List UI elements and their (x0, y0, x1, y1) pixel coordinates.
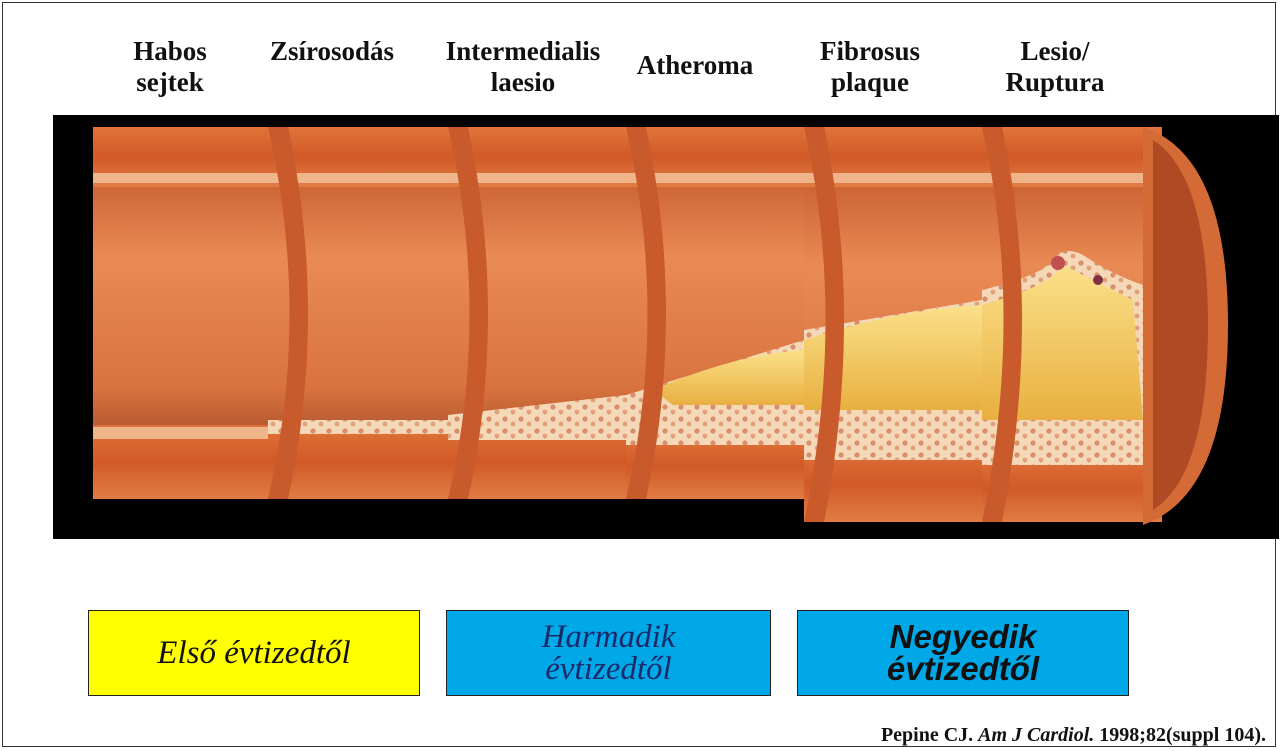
age-box-first-decade-label: Első évtizedtől (157, 637, 350, 669)
segment-4 (626, 127, 804, 499)
citation-details: 1998;82(suppl 104). (1099, 724, 1266, 746)
age-box-fourth-decade-label: Negyedik évtizedtől (887, 621, 1039, 685)
segment-5 (804, 127, 982, 522)
citation: Pepine CJ. Am J Cardiol. 1998;82(suppl 1… (881, 724, 1266, 747)
stage-label-rupture: Lesio/ Ruptura (985, 36, 1125, 98)
stage-label-intermediate-lesion: Intermedialis laesio (428, 36, 618, 98)
citation-journal: Am J Cardiol. (978, 724, 1094, 746)
segment-2 (268, 127, 448, 499)
age-box-fourth-decade: Negyedik évtizedtől (797, 610, 1129, 696)
stage-label-fatty-streak: Zsírosodás (252, 36, 412, 67)
citation-author: Pepine CJ. (881, 724, 973, 746)
segment-3 (448, 127, 626, 499)
artery-cross-section-illustration (53, 115, 1279, 539)
segment-6 (982, 127, 1228, 525)
age-box-third-decade: Harmadik évtizedtől (446, 610, 771, 696)
age-box-first-decade: Első évtizedtől (88, 610, 420, 696)
stage-label-foam-cells: Habos sejtek (115, 36, 225, 98)
stage-label-atheroma: Atheroma (620, 50, 770, 81)
age-box-third-decade-label: Harmadik évtizedtől (542, 621, 676, 685)
stage-label-fibrous-plaque: Fibrosus plaque (800, 36, 940, 98)
